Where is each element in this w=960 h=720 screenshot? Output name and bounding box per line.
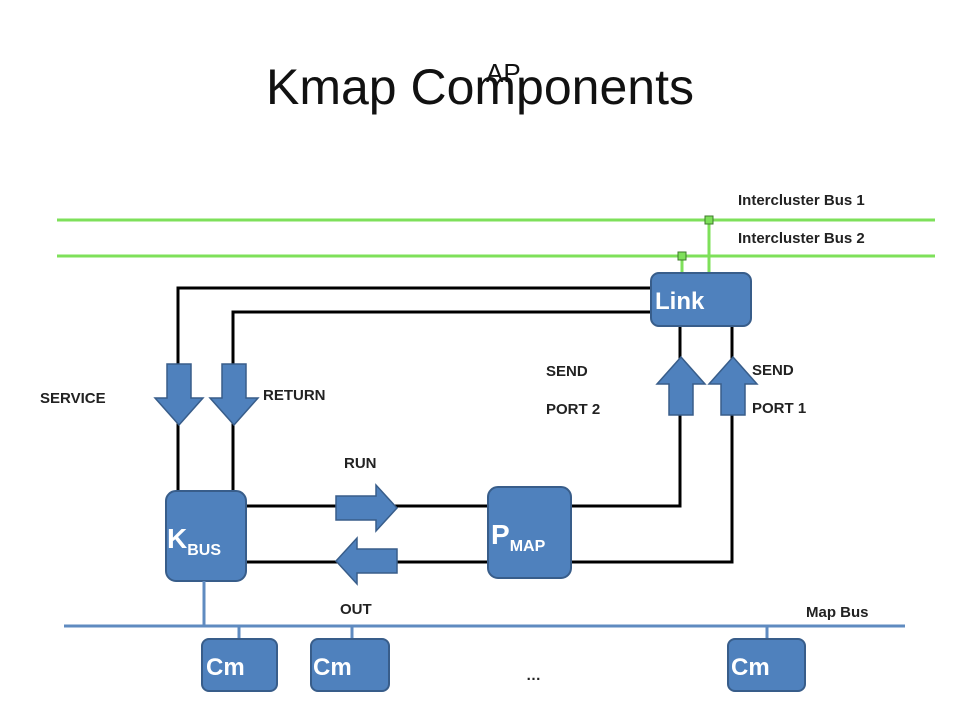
cm-block-2: Cm [310, 638, 390, 692]
bus-1-junction [704, 215, 714, 225]
send-port-2-label-line1: SEND [546, 363, 588, 380]
intercluster-bus-2-label: Intercluster Bus 2 [738, 230, 865, 247]
run-label: RUN [344, 455, 377, 472]
pmap-label: PMAP [491, 519, 546, 555]
send-port-2-label-line2: PORT 2 [546, 401, 600, 418]
service-label: SERVICE [40, 390, 106, 407]
out-arrow [334, 536, 398, 586]
kbus-block: KBUS [165, 490, 247, 582]
pmap-block: PMAP [487, 486, 572, 579]
return-wire [231, 310, 651, 490]
pmap-label-sub: MAP [510, 538, 546, 555]
send-port-1-label-line2: PORT 1 [752, 400, 806, 417]
pmap-label-main: P [491, 519, 510, 550]
out-label: OUT [340, 601, 372, 618]
link-block: Link [650, 272, 752, 327]
cm-label-1: Cm [206, 654, 245, 681]
intercluster-bus-1-label: Intercluster Bus 1 [738, 192, 865, 209]
cm-block-1: Cm [201, 638, 278, 692]
title-overlay: AP [486, 58, 521, 88]
send-port-1-wire [571, 326, 734, 564]
cm-label-2: Cm [313, 654, 352, 681]
cm-label-3: Cm [731, 654, 770, 681]
return-label: RETURN [263, 387, 326, 404]
kbus-label-sub: BUS [187, 542, 221, 559]
bus-2-junction [677, 251, 687, 261]
send-port-1-label-line1: SEND [752, 362, 794, 379]
send-port-2-arrow [655, 355, 707, 416]
map-bus-label: Map Bus [806, 604, 869, 621]
page-title: Kmap Components [265, 59, 694, 115]
kbus-label: KBUS [167, 523, 221, 559]
link-label: Link [655, 288, 705, 315]
send-port-1-arrow [707, 355, 759, 416]
service-wire [176, 286, 651, 490]
service-arrow [153, 363, 205, 427]
cm-block-3: Cm [727, 638, 806, 692]
cm-ellipsis: … [526, 667, 541, 684]
run-arrow [335, 483, 399, 533]
return-arrow [208, 363, 260, 427]
kbus-label-main: K [167, 523, 187, 554]
